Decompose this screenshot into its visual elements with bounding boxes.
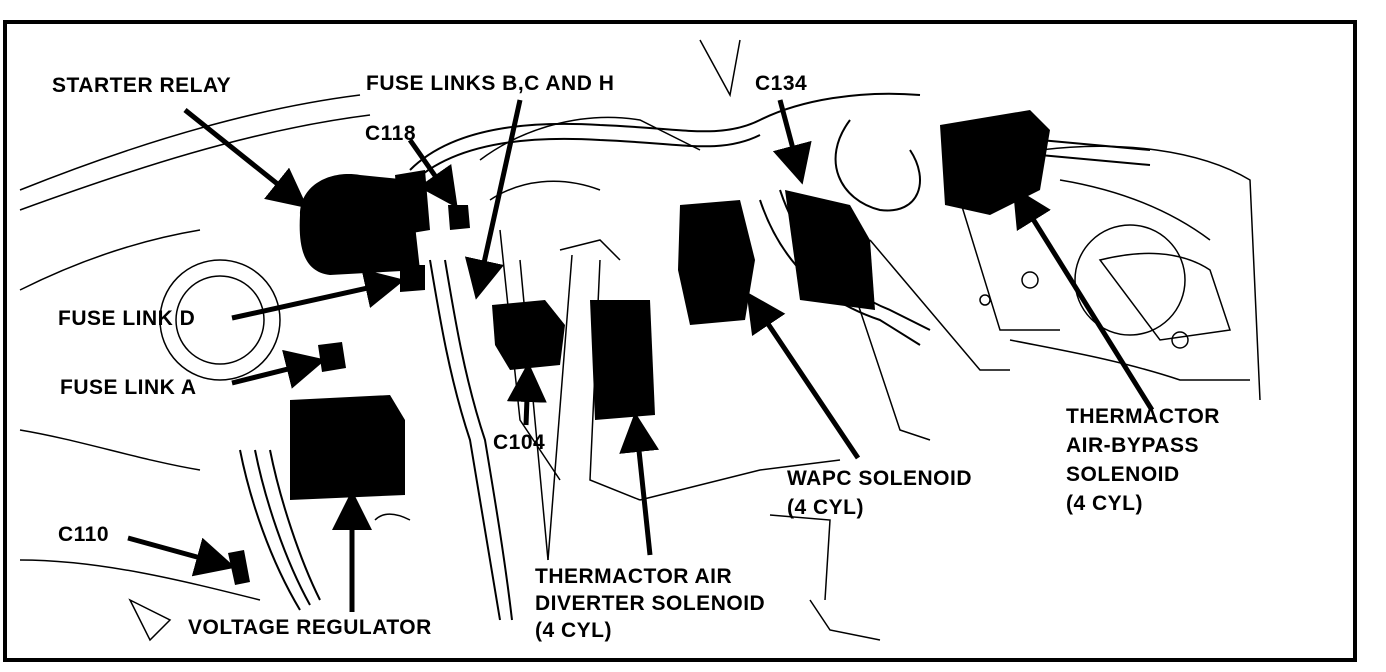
label-fuse-link-d: FUSE LINK D bbox=[58, 307, 196, 330]
air-bypass-solenoid-body bbox=[940, 110, 1050, 215]
diverter-solenoid-body bbox=[590, 300, 655, 420]
label-bypass-line-3: SOLENOID bbox=[1066, 463, 1180, 486]
label-starter-relay: STARTER RELAY bbox=[52, 74, 232, 97]
fuse-link-d-element bbox=[400, 265, 425, 292]
label-c104: C104 bbox=[493, 431, 546, 454]
label-c110: C110 bbox=[58, 523, 110, 546]
fuse-link-a-element bbox=[318, 342, 346, 372]
voltage-regulator-body bbox=[290, 395, 405, 500]
label-c118: C118 bbox=[365, 122, 417, 145]
wapc-solenoid-body bbox=[678, 200, 755, 325]
label-bypass-line-1: THERMACTOR bbox=[1066, 405, 1220, 428]
c118-connector bbox=[448, 205, 470, 230]
label-c134: C134 bbox=[755, 72, 808, 95]
label-bypass-line-4: (4 CYL) bbox=[1066, 492, 1143, 515]
components bbox=[228, 110, 1050, 585]
label-fuse-links-bch: FUSE LINKS B,C AND H bbox=[366, 72, 615, 95]
label-bypass-line-2: AIR-BYPASS bbox=[1066, 434, 1199, 457]
label-diverter-line-2: DIVERTER SOLENOID bbox=[535, 592, 766, 615]
label-diverter-line-1: THERMACTOR AIR bbox=[535, 565, 733, 588]
c134-connector bbox=[785, 190, 875, 310]
label-wapc-line-2: (4 CYL) bbox=[787, 496, 864, 519]
c104-connector bbox=[492, 300, 565, 370]
callout-arrows bbox=[127, 99, 1155, 612]
label-wapc-line-1: WAPC SOLENOID bbox=[787, 467, 973, 490]
c110-connector bbox=[228, 550, 250, 585]
label-diverter-line-3: (4 CYL) bbox=[535, 619, 612, 642]
starter-relay-body bbox=[299, 174, 420, 275]
label-fuse-link-a: FUSE LINK A bbox=[60, 376, 197, 399]
label-voltage-regulator: VOLTAGE REGULATOR bbox=[188, 616, 432, 639]
leader-lines bbox=[519, 254, 573, 561]
